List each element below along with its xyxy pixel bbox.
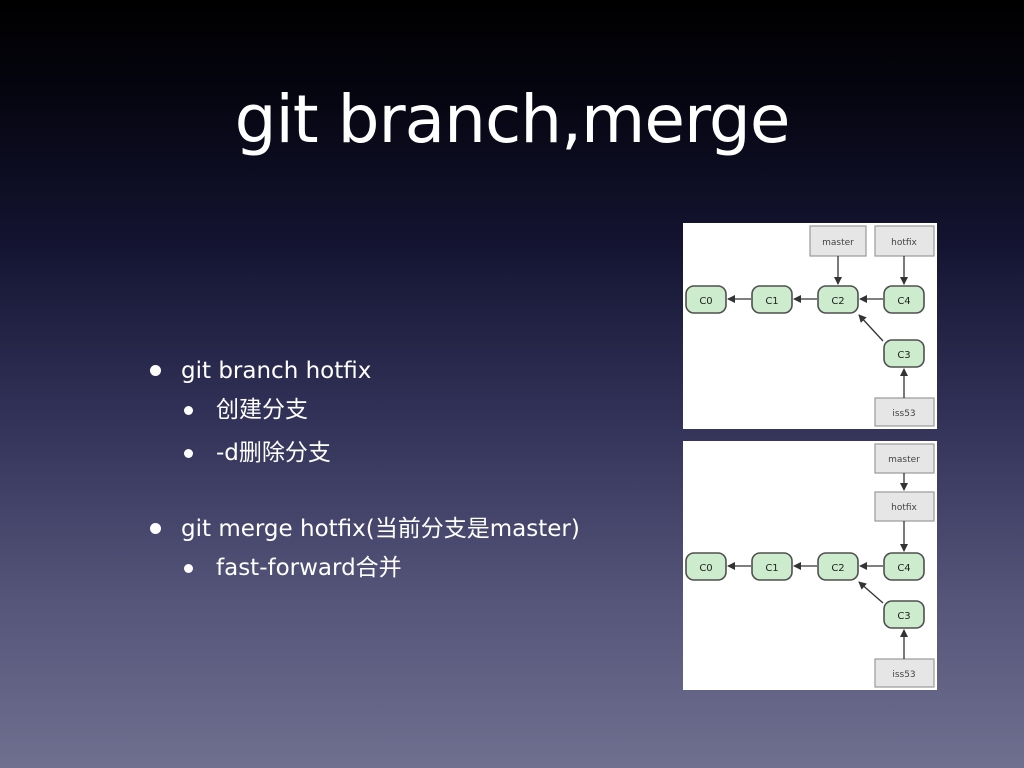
bullet-text: git branch hotfix [181,358,372,384]
bullet-dot-icon [184,406,193,415]
pointer-iss53: iss53 [874,658,935,688]
bullet-text: -d删除分支 [216,440,331,466]
branch-diagram-svg: master hotfix iss53 C0 C1 C2 C4 C3 [685,225,935,427]
commit-label: C3 [897,350,910,361]
commit-label: C1 [765,296,778,307]
commit-c0: C0 [685,285,727,314]
bullet-dot-icon [184,564,193,573]
commit-c4: C4 [883,285,925,314]
bullet-list: git branch hotfix 创建分支 -d删除分支 git merge … [0,0,680,768]
bullet-text: 创建分支 [216,397,308,423]
branch-diagram: master hotfix iss53 C0 C1 C2 C4 C3 [683,223,937,429]
pointer-label: master [888,455,920,465]
commit-c1: C1 [751,285,793,314]
commit-c3: C3 [883,600,925,629]
arrows [727,473,908,659]
bullet-text: fast-forward合并 [216,555,402,581]
commit-c0: C0 [685,552,727,581]
pointer-label: hotfix [891,503,917,513]
pointer-label: master [822,238,854,248]
arrows [727,256,908,398]
pointer-master: master [809,225,867,257]
pointer-label: iss53 [892,670,915,680]
commit-label: C0 [699,563,712,574]
commit-c2: C2 [817,285,859,314]
sub-bullet-item: -d删除分支 [184,438,331,468]
sub-bullet-item: 创建分支 [184,395,308,425]
commit-c3: C3 [883,339,925,368]
commit-label: C2 [831,563,844,574]
pointer-label: iss53 [892,409,915,419]
slide-title: git branch,merge [234,81,791,158]
pointer-iss53: iss53 [874,397,935,427]
bullet-dot-icon [150,523,161,534]
merge-diagram-svg: master hotfix iss53 C0 C1 C2 C4 C3 [685,443,935,688]
commit-c2: C2 [817,552,859,581]
pointer-hotfix: hotfix [874,491,935,522]
pointer-master: master [874,443,935,474]
commit-label: C2 [831,296,844,307]
pointer-hotfix: hotfix [874,225,935,257]
commit-label: C0 [699,296,712,307]
commit-label: C3 [897,611,910,622]
sub-bullet-item: fast-forward合并 [184,553,402,583]
commit-label: C4 [897,296,910,307]
pointer-label: hotfix [891,238,917,248]
commit-label: C1 [765,563,778,574]
commit-label: C4 [897,563,910,574]
bullet-dot-icon [150,365,161,376]
bullet-item: git branch hotfix [150,356,372,386]
merge-diagram: master hotfix iss53 C0 C1 C2 C4 C3 [683,441,937,690]
bullet-dot-icon [184,449,193,458]
commit-c1: C1 [751,552,793,581]
bullet-item: git merge hotfix(当前分支是master) [150,514,580,544]
commit-c4: C4 [883,552,925,581]
bullet-text: git merge hotfix(当前分支是master) [181,516,580,542]
